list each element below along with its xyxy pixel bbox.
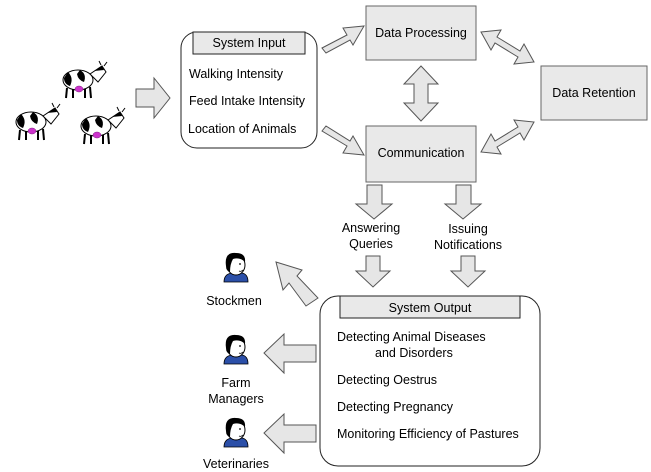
user-label-farm-managers-line2: Managers (208, 392, 264, 406)
arrow-notifications-to-output (449, 255, 487, 288)
arrow-cows-to-input (135, 76, 171, 120)
arrow-queries-to-output (354, 255, 392, 288)
data-processing-label: Data Processing (375, 26, 467, 40)
output-item-pregnancy: Detecting Pregnancy (337, 400, 454, 414)
cow-icon (80, 106, 126, 145)
answering-queries-line1: Answering (342, 221, 400, 235)
input-item-walking: Walking Intensity (189, 67, 284, 81)
arrow-communication-retention (480, 119, 535, 155)
output-item-pastures: Monitoring Efficiency of Pastures (337, 427, 519, 441)
arrow-input-to-communication (321, 125, 365, 156)
arrow-output-to-stockmen (275, 261, 319, 307)
person-icon (223, 417, 249, 448)
system-output-box: System Output Detecting Animal Diseases … (319, 295, 541, 467)
output-item-diseases-line1: Detecting Animal Diseases (337, 330, 486, 344)
system-output-title: System Output (389, 301, 472, 315)
arrow-communication-to-notifications (443, 184, 483, 220)
arrow-processing-communication (402, 65, 440, 122)
person-icon (223, 252, 249, 283)
arrow-communication-to-queries (354, 184, 394, 220)
data-retention-label: Data Retention (552, 86, 635, 100)
input-item-location: Location of Animals (188, 122, 296, 136)
person-icon (223, 334, 249, 365)
user-label-veterinaries: Veterinaries (203, 457, 269, 471)
issuing-notifications-line2: Notifications (434, 238, 502, 252)
arrow-output-to-farm-managers (263, 332, 317, 375)
user-label-farm-managers-line1: Farm (221, 376, 250, 390)
data-retention-box: Data Retention (540, 65, 648, 121)
arrow-output-to-veterinaries (263, 412, 317, 455)
user-label-stockmen: Stockmen (206, 294, 262, 308)
arrow-processing-retention (480, 29, 535, 65)
communication-box: Communication (365, 125, 477, 183)
system-input-title: System Input (213, 36, 286, 50)
output-item-oestrus: Detecting Oestrus (337, 373, 437, 387)
data-processing-box: Data Processing (365, 5, 477, 61)
system-input-box: System Input Walking Intensity Feed Inta… (180, 31, 318, 149)
output-item-diseases-line2: and Disorders (375, 346, 453, 360)
issuing-notifications-line1: Issuing (448, 222, 488, 236)
communication-label: Communication (378, 146, 465, 160)
arrow-input-to-processing (321, 25, 365, 54)
answering-queries-line2: Queries (349, 237, 393, 251)
cow-icon (15, 102, 61, 141)
input-item-feed: Feed Intake Intensity (189, 94, 306, 108)
cow-icon (62, 60, 108, 99)
